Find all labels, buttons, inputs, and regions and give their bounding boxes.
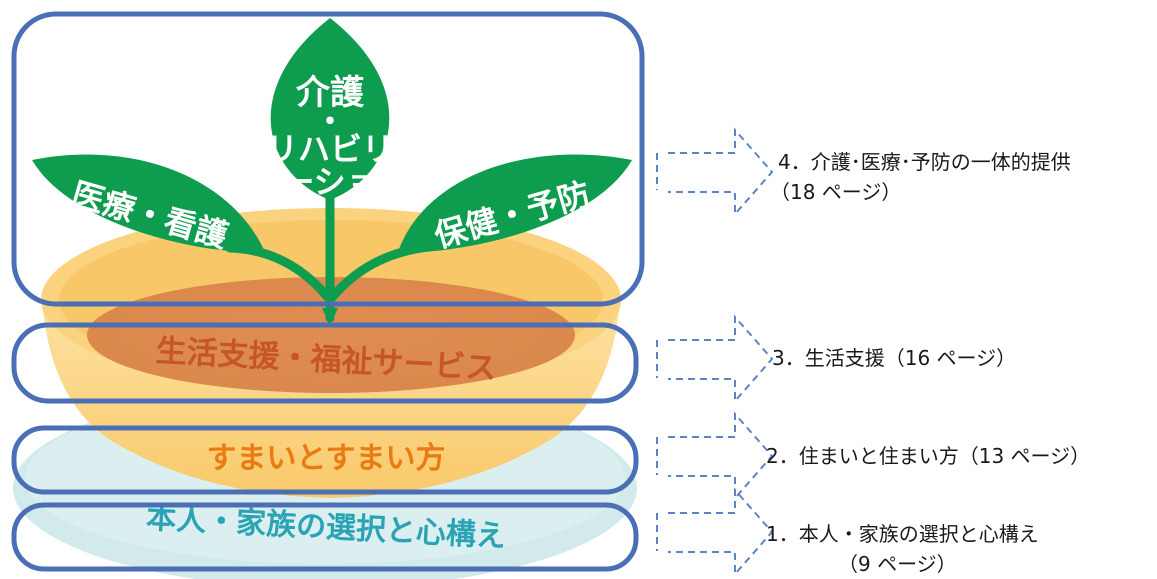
label-level-1-line2: （9 ページ）	[838, 552, 957, 576]
label-level-3: 3．生活支援（16 ページ）	[772, 346, 1017, 370]
leaf-medical	[32, 154, 265, 253]
frame-level-2	[11, 425, 639, 495]
stem-tip	[322, 308, 338, 325]
leaf-care-label-line3: リハビリ	[266, 130, 394, 168]
leaf-care-label-line4: テーション	[250, 163, 409, 201]
frame-level-1	[11, 502, 639, 572]
level-frames	[11, 11, 645, 572]
arrow-level-2	[656, 411, 774, 501]
frame-level-3	[11, 322, 639, 404]
leaf-care-label-line1: 介護	[296, 73, 365, 113]
frame-level-4	[11, 11, 645, 307]
label-level-4-line2: （18 ページ）	[770, 180, 902, 204]
arrow-level-4	[656, 127, 774, 217]
arrow-level-1	[656, 487, 774, 577]
leaf-health	[398, 154, 632, 253]
leaf-care	[270, 18, 390, 200]
dashed-arrows	[656, 127, 774, 577]
pot-label: すまいとすまい方	[206, 441, 445, 476]
label-level-1-line1: 1．本人・家族の選択と心構え	[766, 522, 1039, 546]
label-level-2: 2．住まいと住まい方（13 ページ）	[766, 444, 1091, 468]
label-level-4-line1: 4．介護･医療･予防の一体的提供	[778, 150, 1071, 174]
leaf-care-label-line2: ・	[315, 105, 345, 140]
arrow-level-3	[656, 314, 774, 404]
